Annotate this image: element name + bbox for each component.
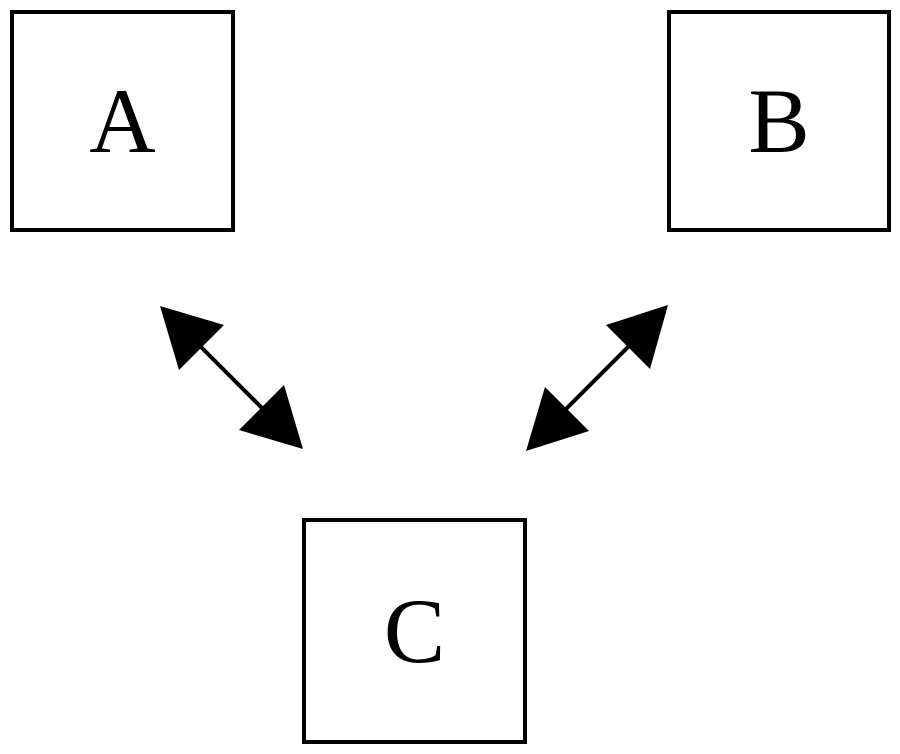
edge-a-c-bidirectional-arrow: [160, 306, 303, 449]
node-b-label: B: [748, 70, 810, 172]
edge-b-c-arrowhead-b: [606, 305, 668, 369]
edge-a-c-shaft: [187, 333, 276, 422]
node-c-label: C: [383, 580, 446, 682]
node-b-box: B: [667, 10, 891, 232]
edge-a-c-arrowhead-a: [160, 306, 224, 370]
edge-b-c-shaft: [552, 333, 642, 423]
edge-b-c-bidirectional-arrow: [526, 305, 668, 451]
node-a-box: A: [10, 10, 235, 232]
edge-a-c-arrowhead-c: [239, 385, 303, 449]
edge-b-c-arrowhead-c: [526, 387, 589, 451]
node-c-box: C: [302, 518, 527, 744]
node-a-label: A: [89, 70, 156, 172]
